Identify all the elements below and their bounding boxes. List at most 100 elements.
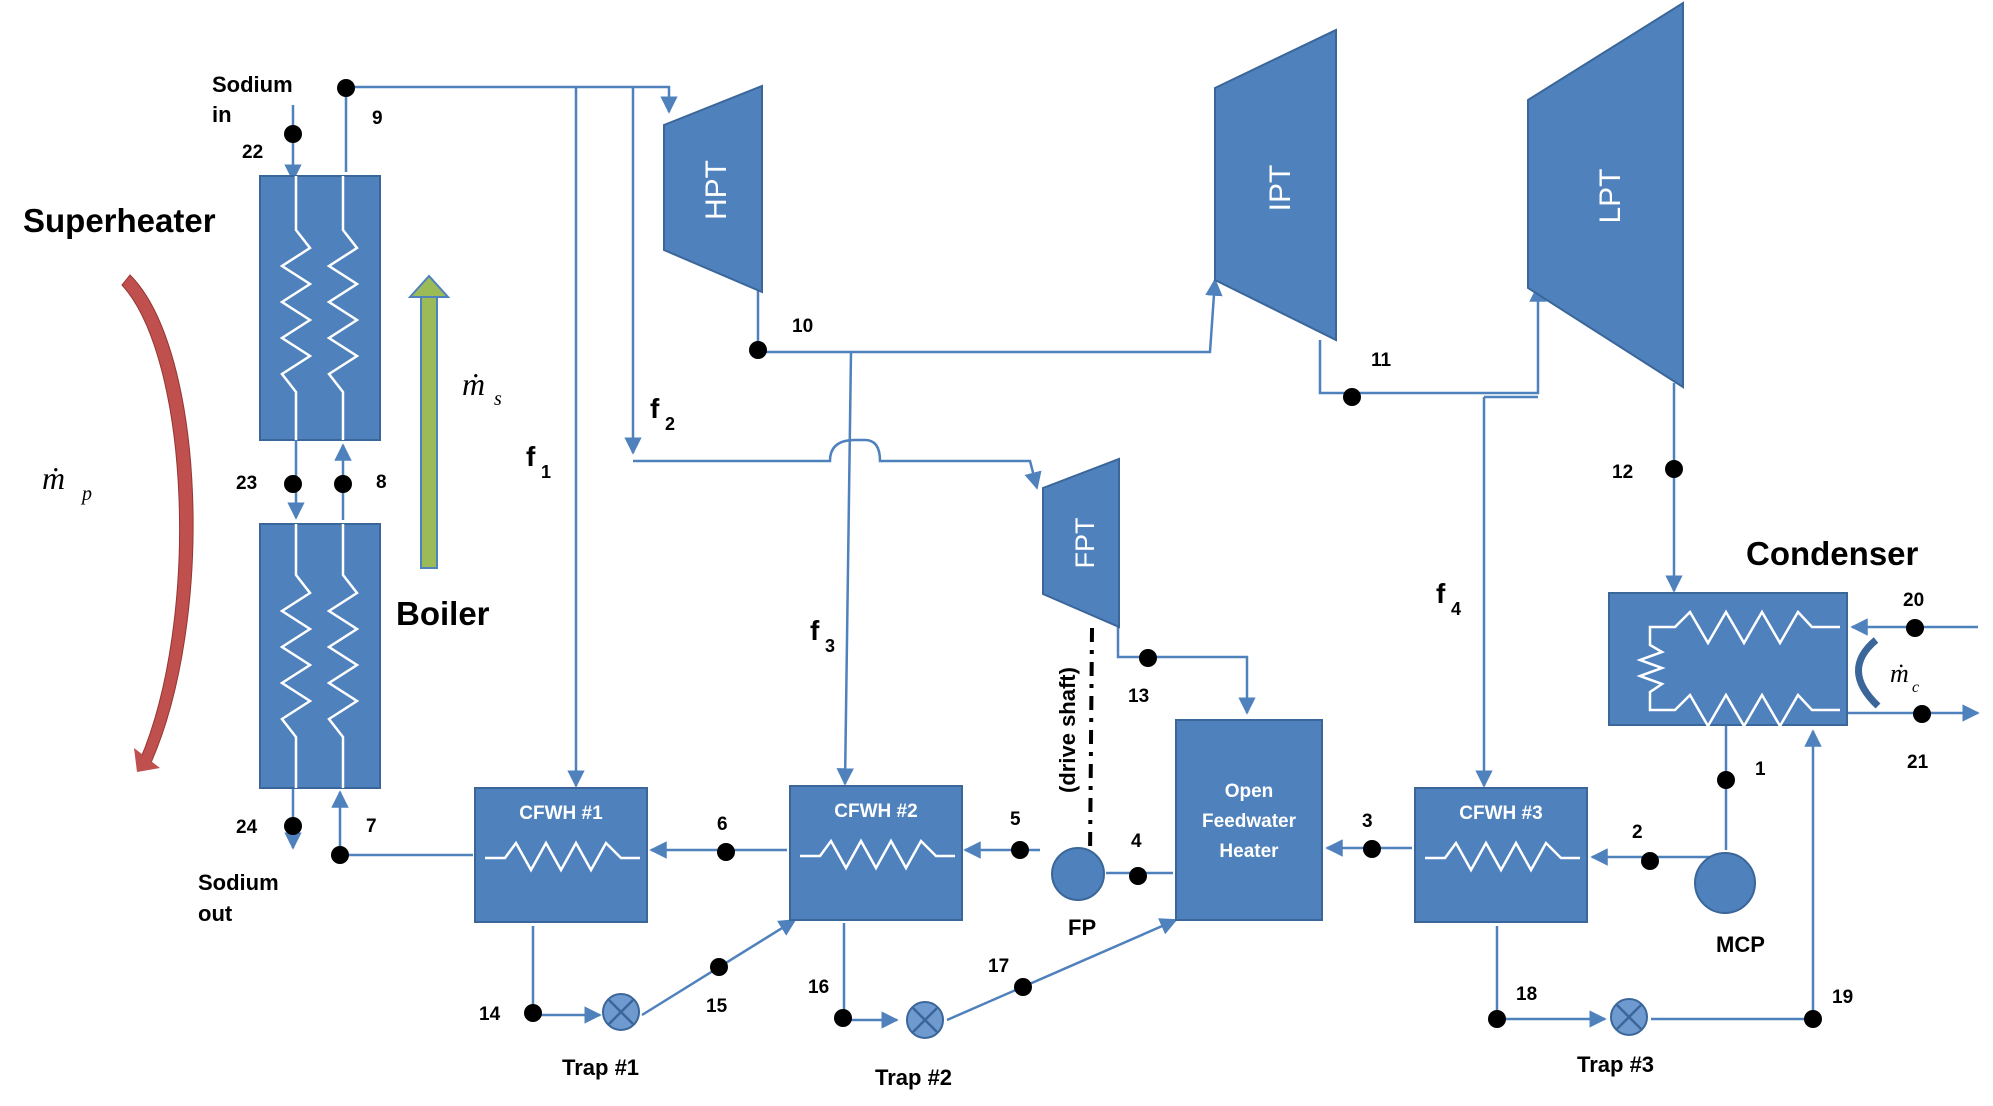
primary-flow-arrow: [121, 274, 194, 772]
label-17: 17: [988, 956, 1009, 977]
label-8: 8: [376, 472, 387, 493]
label-10: 10: [792, 316, 813, 337]
node-20: [1906, 619, 1924, 637]
svg-text:ṁ: ṁ: [1890, 659, 1909, 688]
cfwh1: CFWH #1: [474, 787, 648, 923]
svg-text:p: p: [80, 483, 92, 505]
node-15: [710, 958, 728, 976]
node-23: [284, 475, 302, 493]
trap2: [906, 1001, 944, 1039]
mass-flow-coolant: ṁ c: [1890, 659, 1919, 696]
label-5: 5: [1010, 809, 1021, 830]
ofwh-line1: Open: [1225, 781, 1274, 802]
ofwh-line2: Feedwater: [1202, 811, 1297, 832]
label-15: 15: [706, 996, 728, 1017]
cfwh3: CFWH #3: [1414, 787, 1588, 923]
node-6: [717, 843, 735, 861]
main-condensate-pump: [1694, 852, 1756, 914]
fraction-f2: f 2: [650, 393, 675, 434]
node-1: [1717, 771, 1735, 789]
state-labels: 1 2 3 4 5 6 7 8 9 10 11 12 13 14 15 16 1…: [236, 108, 1929, 1025]
mass-flow-steam: ṁ s: [462, 366, 502, 410]
svg-text:1: 1: [541, 462, 551, 482]
node-16: [834, 1009, 852, 1027]
label-21: 21: [1907, 752, 1929, 773]
fraction-f4: f 4: [1436, 578, 1461, 619]
ipt-label: IPT: [1264, 165, 1297, 212]
trap3-label: Trap #3: [1577, 1052, 1654, 1077]
node-5: [1011, 841, 1029, 859]
trap2-label: Trap #2: [875, 1065, 952, 1090]
node-12: [1665, 460, 1683, 478]
boiler-title: Boiler: [396, 595, 490, 632]
svg-text:2: 2: [665, 414, 675, 434]
fraction-f1: f 1: [526, 441, 551, 482]
node-9: [337, 79, 355, 97]
trap1-label: Trap #1: [562, 1055, 639, 1080]
node-19: [1804, 1010, 1822, 1028]
svg-text:f: f: [650, 393, 660, 424]
svg-text:f: f: [1436, 578, 1446, 609]
cfwh3-label: CFWH #3: [1459, 803, 1542, 824]
node-18: [1488, 1010, 1506, 1028]
node-10: [749, 341, 767, 359]
lpt-label: LPT: [1594, 168, 1627, 223]
node-13: [1139, 649, 1157, 667]
node-17: [1014, 978, 1032, 996]
label-7: 7: [366, 816, 377, 837]
label-11: 11: [1371, 350, 1392, 371]
label-23: 23: [236, 473, 257, 494]
sodium-out-line1: Sodium: [198, 870, 279, 895]
node-14: [524, 1004, 542, 1022]
label-20: 20: [1903, 590, 1924, 611]
label-14: 14: [479, 1004, 501, 1025]
drive-shaft: [1088, 627, 1094, 859]
label-18: 18: [1516, 984, 1537, 1005]
label-4: 4: [1131, 831, 1142, 852]
fpt-turbine: FPT: [1042, 457, 1120, 629]
label-19: 19: [1832, 987, 1853, 1008]
node-24: [284, 817, 302, 835]
label-9: 9: [372, 108, 383, 129]
label-3: 3: [1362, 811, 1373, 832]
svg-text:c: c: [1912, 679, 1919, 696]
cfwh2: CFWH #2: [789, 785, 963, 921]
svg-text:ṁ: ṁ: [42, 460, 65, 496]
trap1: [602, 993, 640, 1031]
feed-pump: [1051, 847, 1105, 901]
steam-flow-arrow: [407, 274, 451, 569]
label-6: 6: [717, 814, 728, 835]
node-7: [331, 846, 349, 864]
coolant-flow-arrow: [1855, 637, 1881, 709]
label-22: 22: [242, 142, 263, 163]
svg-text:f: f: [810, 615, 820, 646]
node-8: [334, 475, 352, 493]
label-12: 12: [1612, 462, 1633, 483]
node-2: [1641, 852, 1659, 870]
label-13: 13: [1128, 686, 1149, 707]
svg-text:ṁ: ṁ: [462, 366, 485, 402]
open-feedwater-heater: Open Feedwater Heater: [1175, 719, 1323, 921]
ipt-turbine: IPT: [1214, 28, 1337, 342]
sodium-out-line2: out: [198, 901, 233, 926]
superheater: [259, 175, 381, 441]
ofwh-line3: Heater: [1219, 841, 1279, 862]
node-21: [1913, 705, 1931, 723]
svg-text:4: 4: [1451, 599, 1461, 619]
node-11: [1343, 388, 1361, 406]
condenser-title: Condenser: [1746, 535, 1919, 572]
cfwh1-label: CFWH #1: [519, 803, 603, 824]
superheater-title: Superheater: [23, 202, 216, 239]
hpt-label: HPT: [700, 160, 733, 220]
label-2: 2: [1632, 822, 1643, 843]
state-nodes: [284, 79, 1931, 1028]
label-1: 1: [1755, 759, 1766, 780]
fraction-f3: f 3: [810, 615, 835, 656]
hpt-turbine: HPT: [663, 84, 763, 294]
label-24: 24: [236, 817, 258, 838]
mcp-label: MCP: [1716, 932, 1765, 957]
label-16: 16: [808, 977, 829, 998]
boiler: [259, 523, 381, 789]
node-4: [1129, 867, 1147, 885]
